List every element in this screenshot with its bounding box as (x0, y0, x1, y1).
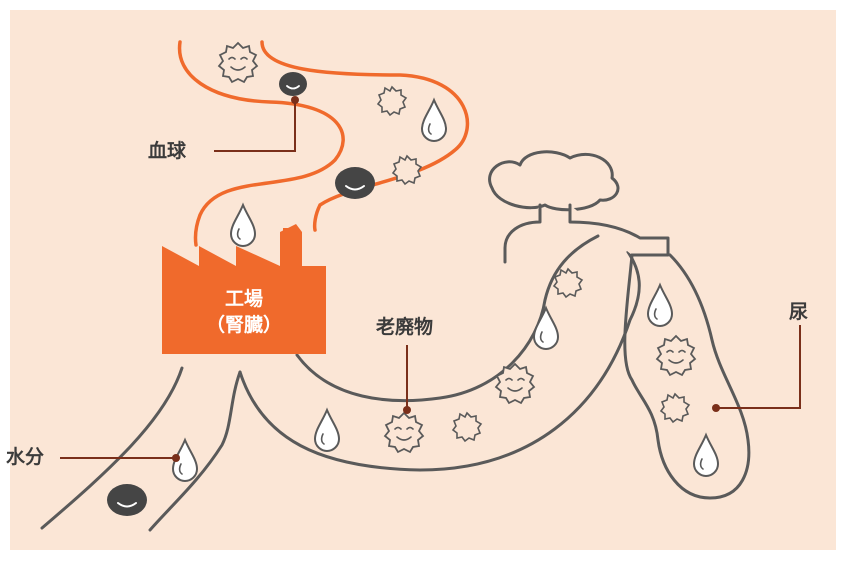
waste-particle-icon (384, 412, 424, 453)
waste-particle-icon (495, 363, 535, 404)
waste-particle-icon (660, 393, 690, 423)
factory-label-line2: （腎臓） (205, 313, 282, 336)
water-drop-icon (421, 99, 447, 142)
factory-label-line1: 工場 (224, 288, 263, 310)
urine-container (623, 253, 751, 500)
water-drop-icon (647, 284, 673, 327)
waste-particle-icon (218, 42, 258, 83)
factory-kidney-icon (162, 224, 326, 354)
waste-particle-icon (377, 86, 407, 116)
blood-cells-label: 血球 (148, 140, 187, 162)
water-drop-icon (693, 434, 719, 477)
label-leader-lines (60, 100, 801, 459)
water-drop-icon (314, 409, 340, 452)
blood-cell-icon (334, 166, 376, 200)
blood-cell-icon (278, 71, 308, 97)
waste-particle-icon (553, 268, 583, 298)
blood-vessel (177, 40, 470, 247)
waste-particle-icon (656, 335, 696, 376)
urine-label: 尿 (789, 301, 809, 323)
water-drop-icon (230, 204, 256, 247)
waste-particle-icon (392, 155, 422, 185)
faucet-icon (488, 150, 670, 264)
blood-cell-icon (106, 483, 148, 517)
waste-label: 老廃物 (376, 316, 434, 338)
water-label: 水分 (6, 446, 45, 468)
water-drop-icon (533, 307, 559, 350)
factory-label: 工場 （腎臓） (162, 287, 326, 338)
waste-particle-icon (452, 412, 482, 442)
label-leader-dots (172, 96, 720, 462)
